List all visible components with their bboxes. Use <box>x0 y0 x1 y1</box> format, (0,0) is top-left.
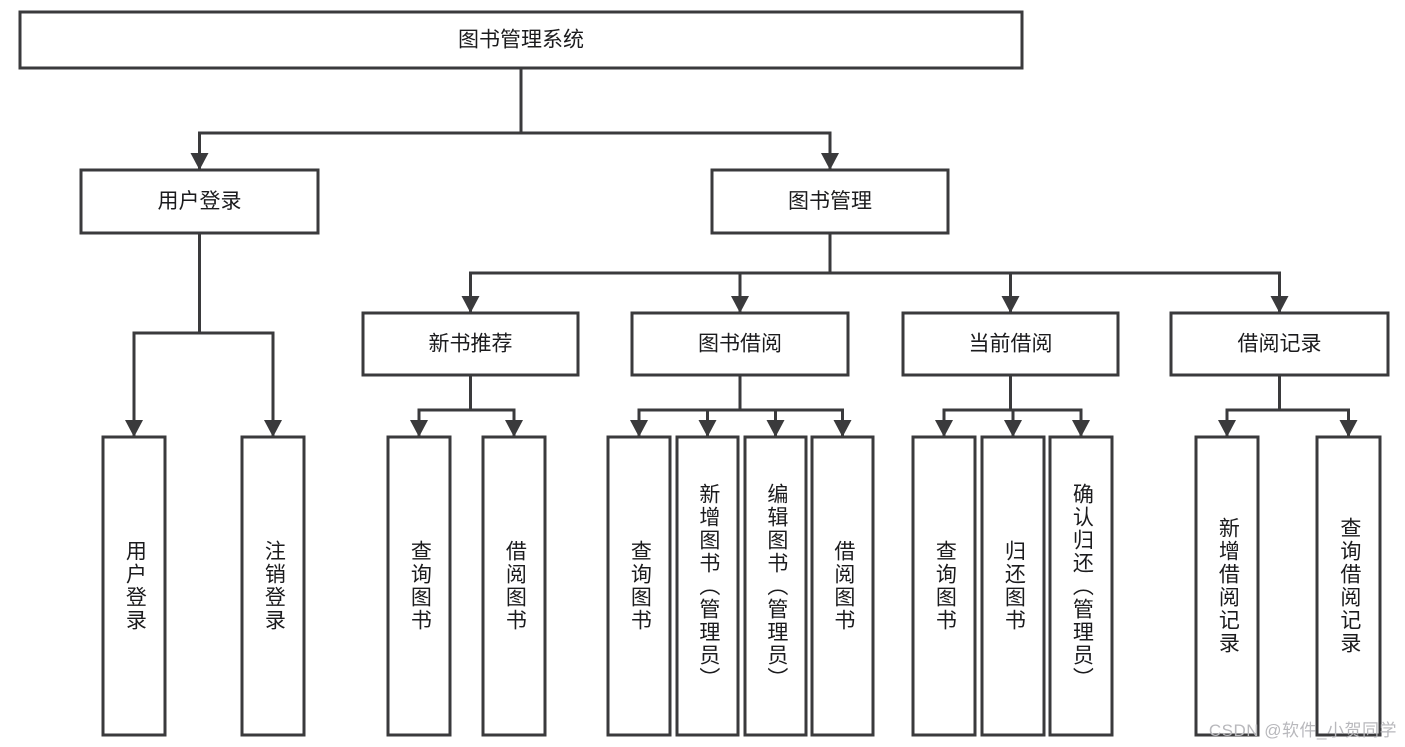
arrow-head-icon <box>190 153 209 170</box>
arrow-head-icon <box>1004 420 1022 437</box>
node-box-cb-return-book[interactable] <box>980 435 1046 737</box>
node-nbr-query-book[interactable] <box>386 435 452 737</box>
node-box-root[interactable] <box>18 10 1024 70</box>
arrow-head-icon <box>1270 296 1289 313</box>
node-root[interactable]: 图书管理系统 <box>18 10 1024 70</box>
arrow-head-icon <box>731 296 749 313</box>
node-new-book-recommend[interactable]: 新书推荐 <box>361 311 580 377</box>
node-box-user-login-do[interactable] <box>101 435 167 737</box>
node-cb-return-book[interactable] <box>980 435 1046 737</box>
arrow-head-icon <box>698 420 717 437</box>
node-box-user-login[interactable] <box>79 168 320 235</box>
arrow-head-icon <box>505 420 523 437</box>
node-label-root: 图书管理系统 <box>458 29 584 52</box>
node-bb-borrow-book[interactable] <box>810 435 875 737</box>
node-box-nbr-query-book[interactable] <box>386 435 452 737</box>
arrow-head-icon <box>125 420 143 437</box>
arrow-head-icon <box>264 420 282 437</box>
node-box-bb-borrow-book[interactable] <box>810 435 875 737</box>
node-box-user-logout[interactable] <box>240 435 306 737</box>
arrow-head-icon <box>821 153 839 170</box>
arrow-head-icon <box>630 420 648 437</box>
node-box-bb-edit-book[interactable] <box>743 435 808 737</box>
node-user-logout[interactable] <box>240 435 306 737</box>
node-box-nbr-borrow-book[interactable] <box>481 435 547 737</box>
node-user-login[interactable]: 用户登录 <box>79 168 320 235</box>
node-label-borrow-record: 借阅记录 <box>1238 333 1322 356</box>
arrow-head-icon <box>833 420 852 437</box>
node-nbr-borrow-book[interactable] <box>481 435 547 737</box>
node-borrow-record[interactable]: 借阅记录 <box>1169 311 1390 377</box>
arrow-head-icon <box>410 420 428 437</box>
arrow-head-icon <box>1218 420 1236 437</box>
node-book-manage[interactable]: 图书管理 <box>710 168 950 235</box>
node-bb-query-book[interactable] <box>606 435 672 737</box>
node-label-new-book-recommend: 新书推荐 <box>429 333 513 356</box>
watermark-text: CSDN @软件_小贺同学 <box>1208 721 1397 740</box>
node-box-br-query-record[interactable] <box>1315 435 1382 737</box>
node-box-current-borrow[interactable] <box>901 311 1120 377</box>
node-cb-query-book[interactable] <box>911 435 977 737</box>
node-box-bb-query-book[interactable] <box>606 435 672 737</box>
node-box-cb-query-book[interactable] <box>911 435 977 737</box>
arrow-head-icon <box>766 420 785 437</box>
node-box-new-book-recommend[interactable] <box>361 311 580 377</box>
node-br-add-record[interactable] <box>1194 435 1260 737</box>
arrow-head-icon <box>1001 296 1020 313</box>
node-label-user-login: 用户登录 <box>158 190 242 213</box>
node-box-bb-add-book[interactable] <box>675 435 740 737</box>
node-user-login-do[interactable] <box>101 435 167 737</box>
node-bb-edit-book[interactable] <box>743 435 808 737</box>
node-label-current-borrow: 当前借阅 <box>969 333 1053 356</box>
node-box-cb-confirm-return[interactable] <box>1048 435 1114 737</box>
node-box-br-add-record[interactable] <box>1194 435 1260 737</box>
node-cb-confirm-return[interactable] <box>1048 435 1114 737</box>
node-label-book-manage: 图书管理 <box>788 190 872 213</box>
node-label-book-borrow: 图书借阅 <box>698 333 782 356</box>
node-bb-add-book[interactable] <box>675 435 740 737</box>
node-current-borrow[interactable]: 当前借阅 <box>901 311 1120 377</box>
arrow-head-icon <box>461 296 480 313</box>
arrow-head-icon <box>1072 420 1090 437</box>
arrow-head-icon <box>935 420 953 437</box>
arrow-head-icon <box>1339 420 1358 437</box>
node-book-borrow[interactable]: 图书借阅 <box>630 311 850 377</box>
node-br-query-record[interactable] <box>1315 435 1382 737</box>
